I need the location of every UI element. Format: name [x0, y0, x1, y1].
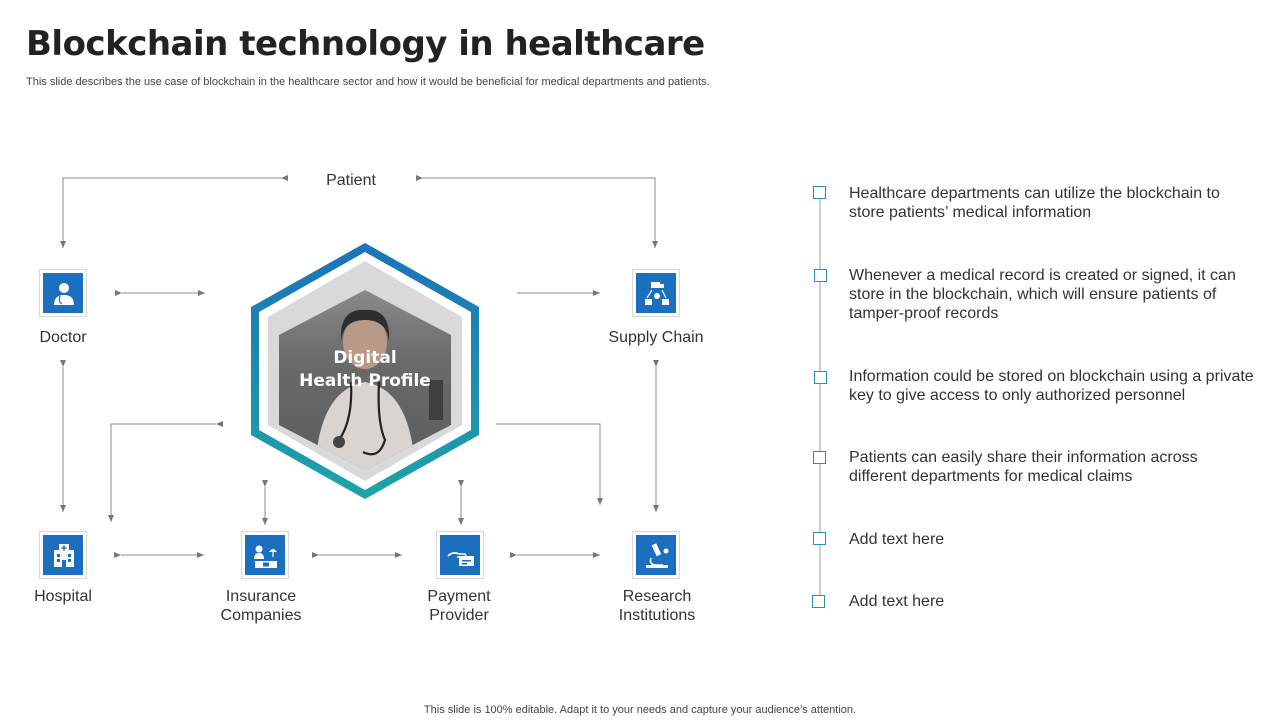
- hospital-icon: [54, 544, 74, 567]
- bullet-marker: [813, 451, 826, 464]
- timeline-line: [819, 192, 821, 602]
- doctor-node: [39, 269, 87, 317]
- research-node: [632, 531, 680, 579]
- bullet-text: Add text here: [849, 531, 945, 548]
- supply-chain-icon: [645, 282, 669, 305]
- doctor-photo-illustration: [315, 309, 443, 470]
- slide-subtitle: This slide describes the use case of blo…: [26, 76, 710, 88]
- node-insurance-label: Insurance Companies: [181, 587, 341, 625]
- bullet-marker: [814, 371, 827, 384]
- bullet-text: Healthcare departments can utilize the b…: [849, 185, 1220, 221]
- hexagon-label-line2: Health Profile: [299, 371, 431, 391]
- node-research-line2: Institutions: [618, 607, 696, 624]
- bullet-text: Whenever a medical record is created or …: [849, 267, 1236, 322]
- bullet-marker: [812, 595, 825, 608]
- bullet-text: Patients can easily share their informat…: [849, 449, 1198, 485]
- bullet-marker: [814, 269, 827, 282]
- doctor-icon: [54, 283, 74, 305]
- slide-footer: This slide is 100% editable. Adapt it to…: [423, 704, 857, 716]
- arrow-hex-hospital: [108, 421, 223, 522]
- arrow-patient-supply: [416, 175, 658, 248]
- node-doctor-label: Doctor: [39, 329, 87, 346]
- microscope-icon: [646, 543, 669, 568]
- hexagon-label: Digital Health Profile: [249, 347, 481, 393]
- bullet-marker: [813, 532, 826, 545]
- insurance-icon: [254, 545, 277, 568]
- digital-health-profile-hexagon: Digital Health Profile: [249, 241, 481, 501]
- bullet-text: Information could be stored on blockchai…: [849, 368, 1254, 404]
- node-research-line1: Research: [622, 588, 692, 605]
- node-supply-chain-label: Supply Chain: [608, 329, 704, 346]
- node-patient-label: Patient: [326, 172, 376, 189]
- node-payment-line1: Payment: [427, 588, 491, 605]
- hospital-node: [39, 531, 87, 579]
- arrow-patient-doctor: [60, 175, 288, 248]
- payment-node: [436, 531, 484, 579]
- payment-icon: [447, 552, 474, 566]
- bullet-marker: [813, 186, 826, 199]
- node-payment-label: Payment Provider: [379, 587, 539, 625]
- node-payment-line2: Provider: [429, 607, 489, 624]
- bullet-text: Add text here: [849, 593, 945, 610]
- node-research-label: Research Institutions: [577, 587, 737, 625]
- arrow-hex-research: [496, 423, 603, 505]
- node-insurance-line1: Insurance: [225, 588, 297, 605]
- node-insurance-line2: Companies: [220, 607, 302, 624]
- insurance-node: [241, 531, 289, 579]
- hexagon-label-line1: Digital: [333, 348, 397, 368]
- node-hospital-label: Hospital: [34, 588, 92, 605]
- slide-title: Blockchain technology in healthcare: [26, 24, 705, 64]
- supply-chain-node: [632, 269, 680, 317]
